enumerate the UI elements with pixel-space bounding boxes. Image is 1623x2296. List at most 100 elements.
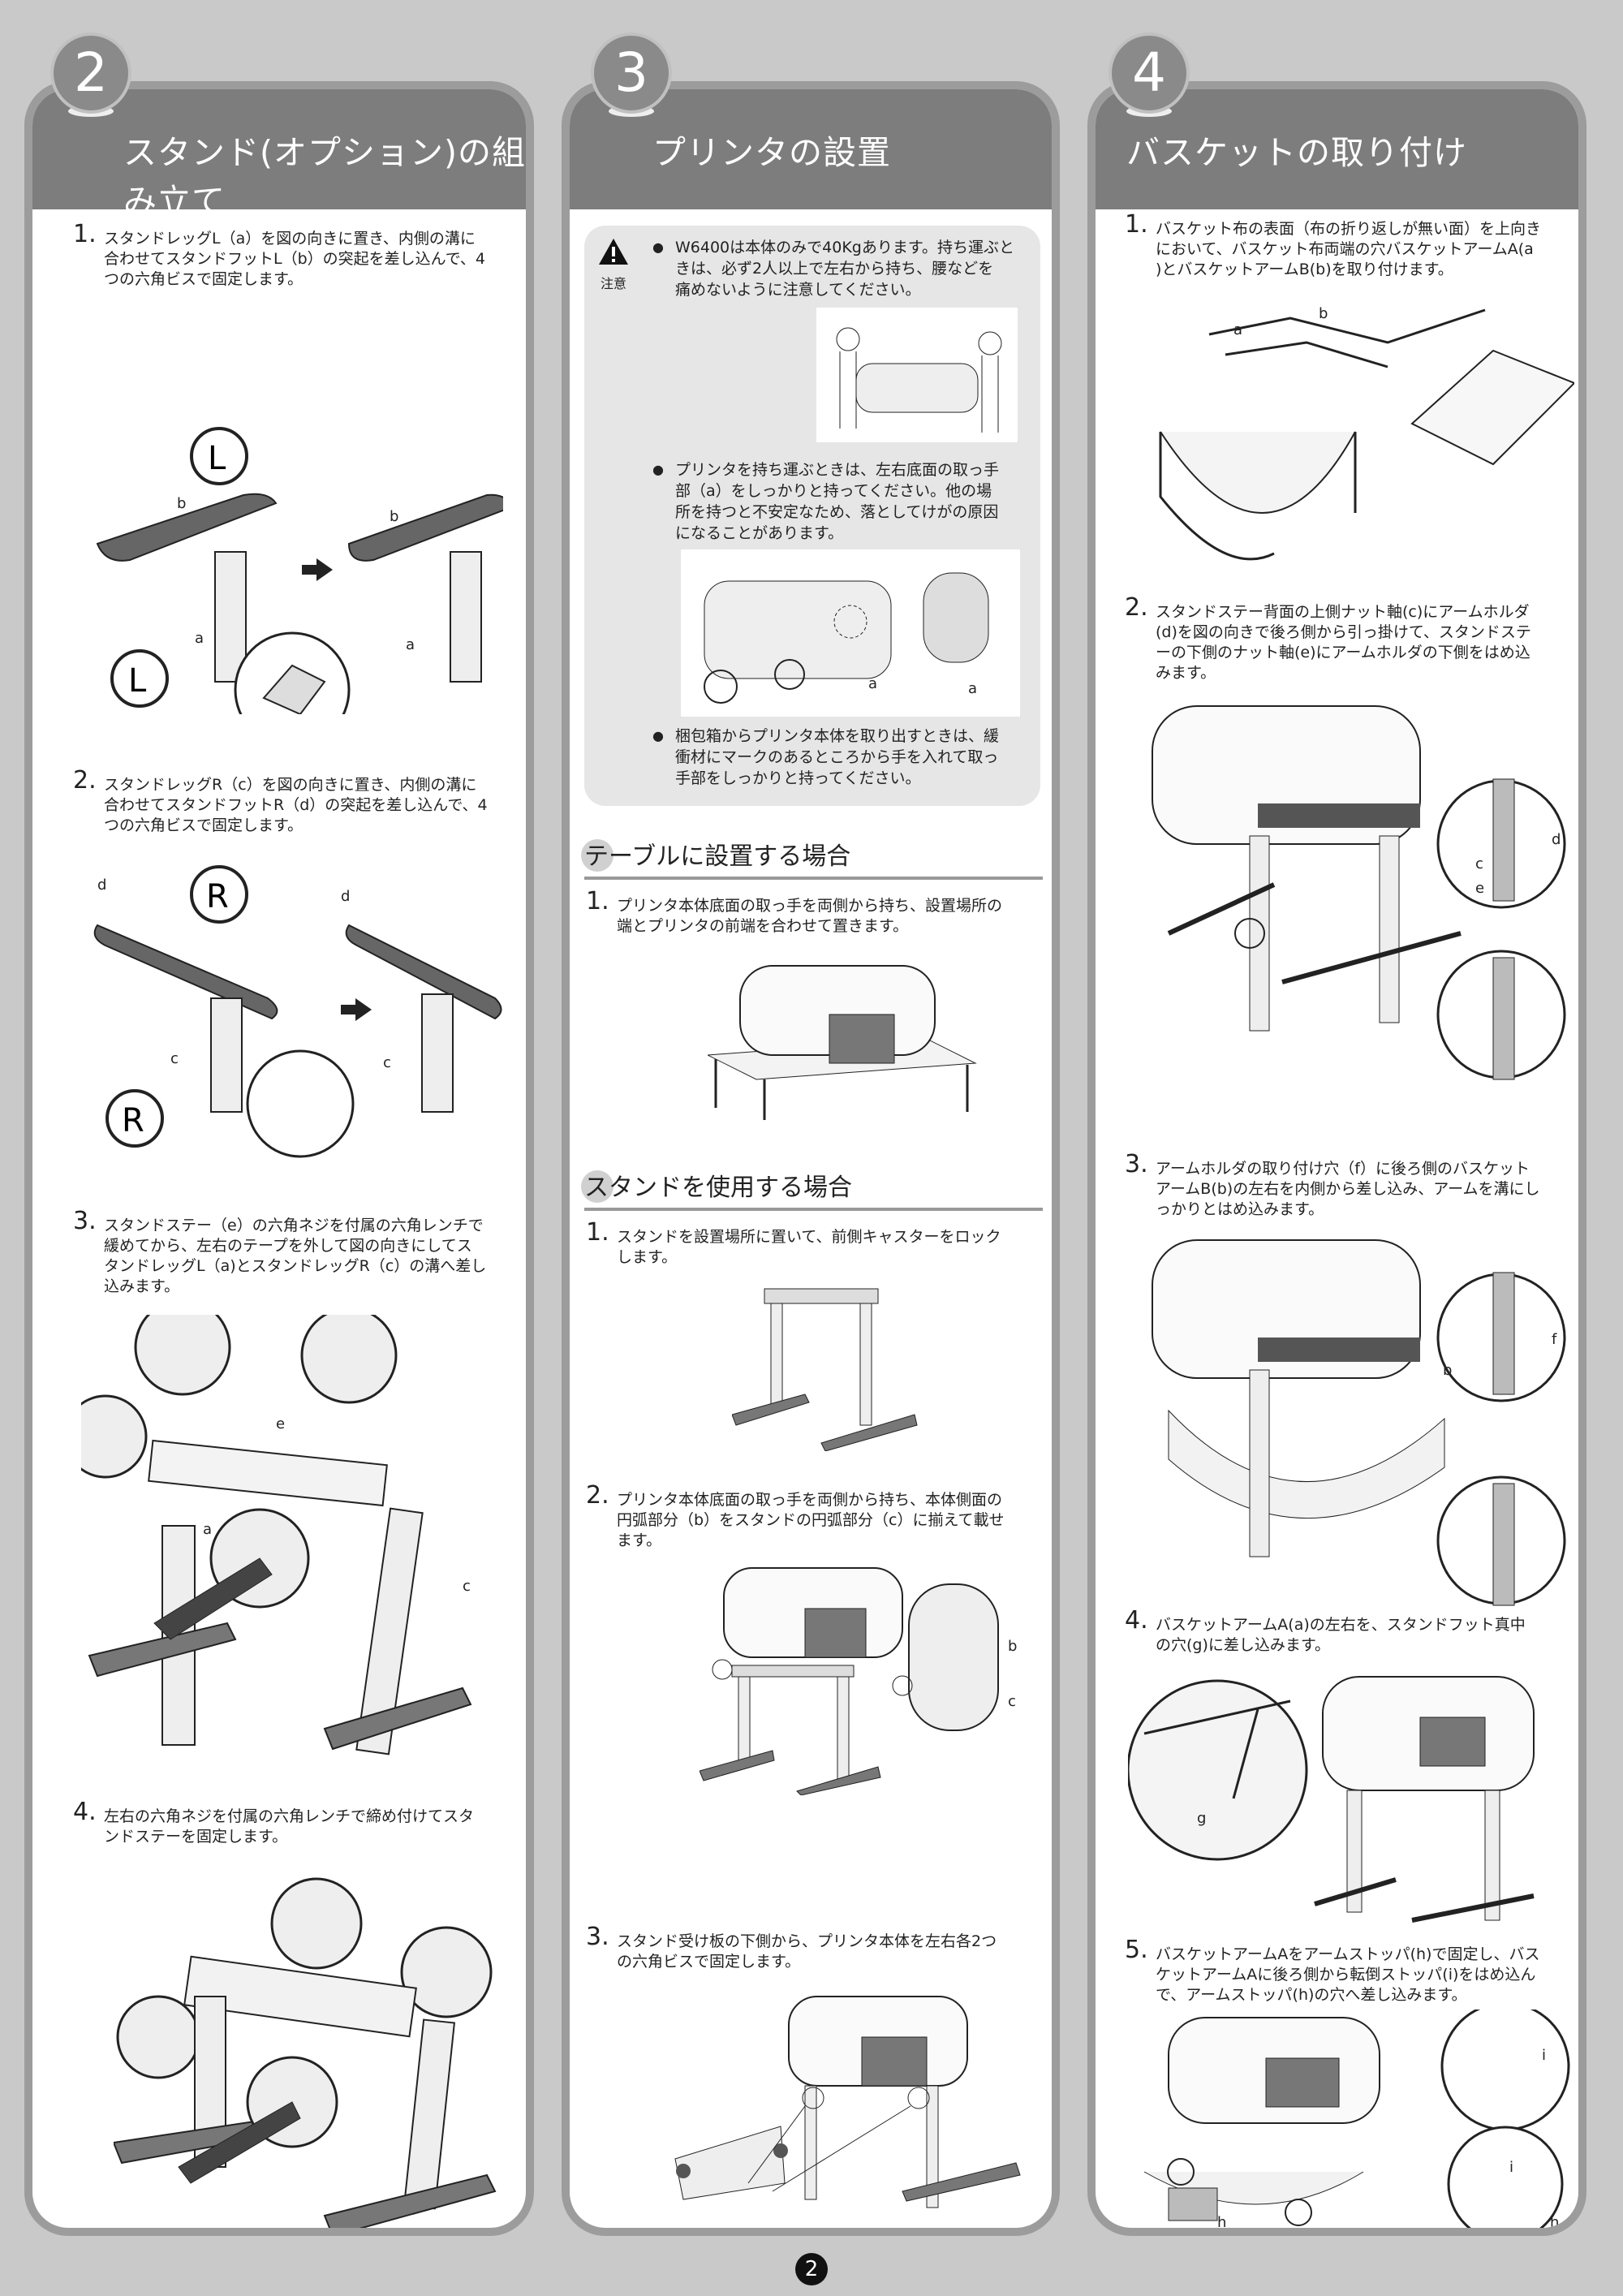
arm-B-insert-illustration: f b	[1152, 1239, 1566, 1606]
column-header: スタンド(オプション)の組み立て	[32, 89, 526, 221]
step-text: バスケット布の表面（布の折り返しが無い面）を上向き において、バスケット布両端の…	[1156, 220, 1542, 278]
column-header: バスケットの取り付け	[1096, 89, 1578, 209]
column-title: プリンタの設置	[652, 133, 891, 172]
arrow-right-icon	[341, 998, 372, 1021]
column-basket-install: バスケットの取り付け 1. バスケット布の表面（布の折り返しが無い面）を上向き …	[1087, 81, 1586, 2236]
section-heading: テーブルに設置する場合	[584, 836, 1043, 880]
label-h: h	[1217, 2214, 1226, 2231]
label-g: g	[1197, 1810, 1206, 1827]
caution-bullet: W6400は本体のみで40Kgあります。持ち運ぶと きは、必ず2人以上で左右から…	[652, 237, 1048, 300]
label-b: b	[1319, 305, 1328, 322]
warning-icon	[599, 239, 628, 265]
instruction-step: 5. バスケットアームAをアームストッパ(h)で固定し、バス ケットアームAに後…	[1125, 1938, 1578, 2005]
step-num: 1.	[1125, 210, 1148, 239]
label-i: i	[1509, 2159, 1513, 2176]
label-h: h	[1550, 2214, 1559, 2231]
label-L: L	[208, 440, 226, 477]
caution-bullet: 梱包箱からプリンタ本体を取り出すときは、緩 衝材にマークのあるところから手を入れ…	[652, 726, 1048, 789]
stand-tighten-illustration	[114, 1877, 497, 2228]
stand-foot-L-illustration: L L b a b a	[96, 427, 503, 714]
column-title: バスケットの取り付け	[1126, 133, 1467, 172]
step-num: 5.	[1125, 1936, 1148, 1964]
label-b: b	[390, 508, 398, 525]
instruction-step: 4. 左右の六角ネジを付属の六角レンチで締め付けてスタ ンドステーを固定します。	[73, 1800, 526, 1847]
label-R: R	[122, 1102, 144, 1139]
step-num: 1.	[586, 1218, 609, 1247]
two-people-carry-image	[816, 307, 1018, 443]
section-heading: スタンドを使用する場合	[584, 1167, 1043, 1211]
instruction-step: 2. スタンドステー背面の上側ナット軸(c)にアームホルダ (d)を図の向きで後…	[1125, 596, 1578, 683]
instruction-step: 3. アームホルダの取り付け穴（f）に後ろ側のバスケット アームB(b)の左右を…	[1125, 1152, 1578, 1220]
arrow-right-icon	[302, 558, 333, 581]
step-text: スタンドレッグR（c）を図の向きに置き、内側の溝に 合わせてスタンドフットR（d…	[104, 776, 488, 834]
label-d: d	[341, 888, 350, 905]
step-text: スタンドを設置場所に置いて、前側キャスターをロック します。	[617, 1228, 1001, 1266]
printer-on-table-illustration	[708, 965, 977, 1120]
arm-holder-illustration: d c e	[1152, 705, 1566, 1080]
step-number-badge: 2	[50, 32, 131, 114]
step-text: バスケットアームA(a)の左右を、スタンドフット真中 の穴(g)に差し込みます。	[1156, 1616, 1526, 1654]
stand-foot-shape	[347, 493, 503, 562]
label-a: a	[203, 1521, 212, 1538]
label-c: c	[1008, 1693, 1016, 1710]
step-num: 3.	[73, 1207, 97, 1235]
L-badge-icon	[190, 427, 248, 485]
label-b: b	[177, 495, 186, 512]
section-dot	[581, 1170, 613, 1203]
instruction-step: 4. バスケットアームA(a)の左右を、スタンドフット真中 の穴(g)に差し込み…	[1125, 1609, 1578, 1656]
label-b: b	[1443, 1362, 1452, 1379]
step-num: 3.	[1125, 1150, 1148, 1178]
L-badge-icon	[110, 649, 169, 708]
step-number-badge: 4	[1109, 32, 1190, 114]
printer-on-stand-illustration: b c	[700, 1567, 1017, 1795]
section-dot	[581, 839, 613, 872]
arm-A-insert-illustration: g	[1128, 1676, 1535, 1923]
label-c: c	[383, 1054, 391, 1071]
step-text: スタンド受け板の下側から、プリンタ本体を左右各2つ の六角ビスで固定します。	[617, 1932, 997, 1971]
step-num: 1.	[586, 887, 609, 915]
instruction-step: 2. スタンドレッグR（c）を図の向きに置き、内側の溝に 合わせてスタンドフット…	[73, 769, 526, 836]
step-text: スタンドステー（e）の六角ネジを付属の六角レンチで 緩めてから、左右のテープを外…	[104, 1217, 487, 1295]
stand-stay-illustration: e a c	[81, 1315, 472, 1755]
instruction-step: 2. プリンタ本体底面の取っ手を両側から持ち、本体側面の 円弧部分（b）をスタン…	[586, 1484, 1040, 1551]
step-num: 2.	[586, 1481, 609, 1510]
step-num: 2.	[73, 766, 97, 795]
step-number-badge: 3	[591, 32, 672, 114]
instruction-step: 3. スタンド受け板の下側から、プリンタ本体を左右各2つ の六角ビスで固定します…	[586, 1925, 1040, 1972]
label-a: a	[868, 675, 877, 692]
label-a: a	[406, 636, 415, 653]
label-f: f	[1552, 1331, 1557, 1348]
instruction-step: 1. スタンドレッグL（a）を図の向きに置き、内側の溝に 合わせてスタンドフット…	[73, 222, 526, 290]
label-d: d	[97, 877, 106, 894]
step-text: アームホルダの取り付け穴（f）に後ろ側のバスケット アームB(b)の左右を内側か…	[1156, 1160, 1540, 1218]
caution-box: 注意 W6400は本体のみで40Kgあります。持ち運ぶと きは、必ず2人以上で左…	[584, 226, 1040, 806]
step-num: 3.	[586, 1923, 609, 1951]
stand-foot-R-illustration: R R d c d c	[93, 865, 502, 1158]
step-text: プリンタ本体底面の取っ手を両側から持ち、本体側面の 円弧部分（b）をスタンドの円…	[617, 1491, 1005, 1549]
label-e: e	[276, 1415, 285, 1432]
step-text: バスケットアームAをアームストッパ(h)で固定し、バス ケットアームAに後ろ側か…	[1156, 1945, 1540, 2004]
stand-foot-shape	[96, 493, 278, 562]
label-b: b	[1008, 1638, 1017, 1655]
stand-leg-shape	[214, 551, 247, 683]
stand-placed-illustration	[732, 1288, 918, 1451]
step-text: 左右の六角ネジを付属の六角レンチで締め付けてスタ ンドステーを固定します。	[104, 1807, 475, 1846]
label-a: a	[195, 630, 204, 647]
instruction-step: 3. スタンドステー（e）の六角ネジを付属の六角レンチで 緩めてから、左右のテー…	[73, 1209, 526, 1297]
step-text: スタンドステー背面の上側ナット軸(c)にアームホルダ (d)を図の向きで後ろ側か…	[1156, 603, 1531, 682]
caution-bullet: プリンタを持ち運ぶときは、左右底面の取っ手 部（a）をしっかりと持ってください。…	[652, 459, 1048, 544]
step-text: プリンタ本体底面の取っ手を両側から持ち、設置場所の 端とプリンタの前端を合わせて…	[617, 897, 1003, 935]
label-L: L	[128, 662, 147, 700]
label-i: i	[1542, 2047, 1546, 2064]
page-number: 2	[795, 2253, 828, 2285]
label-a: a	[968, 680, 977, 697]
step-num: 2.	[1125, 593, 1148, 622]
instruction-step: 1. プリンタ本体底面の取っ手を両側から持ち、設置場所の 端とプリンタの前端を合…	[586, 890, 1040, 937]
caution-label: 注意	[601, 276, 627, 291]
instruction-step: 1. バスケット布の表面（布の折り返しが無い面）を上向き において、バスケット布…	[1125, 213, 1578, 280]
label-R: R	[206, 878, 229, 915]
R-badge-icon	[190, 865, 248, 924]
column-printer-install: プリンタの設置 注意 W6400は本体のみで40Kgあります。持ち運ぶと きは、…	[562, 81, 1060, 2236]
label-e: e	[1475, 880, 1484, 897]
column-stand-assembly: スタンド(オプション)の組み立て 1. スタンドレッグL（a）を図の向きに置き、…	[24, 81, 534, 2236]
